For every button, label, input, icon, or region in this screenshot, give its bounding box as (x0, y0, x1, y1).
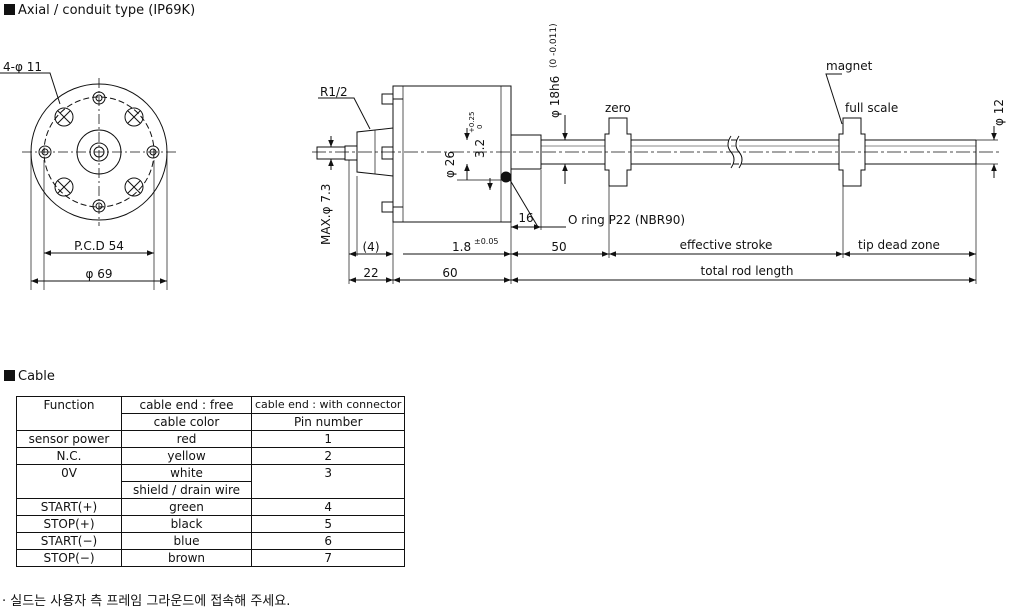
sensor-body-inner (402, 85, 502, 223)
square-bullet-icon (4, 4, 15, 15)
function-cell: START(−) (16, 532, 122, 550)
dim-1-8-tol: ±0.05 (474, 237, 499, 246)
offset-tol-upper: +0.25 (468, 112, 476, 133)
pin-cell: 2 (250, 447, 406, 465)
shield-note: · 실드는 사용자 측 프레임 그라운드에 접속해 주세요. (2, 594, 291, 609)
dimension-drawing: 4-φ 11 P.C.D 54 φ 69 (0, 23, 1006, 290)
function-cell: 0V (16, 464, 122, 499)
table-row: STOP(−) brown 7 (16, 549, 406, 567)
front-extension-lines (30, 152, 168, 290)
pin-cell: 4 (250, 498, 406, 516)
header-cell: cable end : free (121, 396, 252, 414)
header-cell: cable color (121, 413, 252, 431)
bolt-bottom (381, 201, 394, 213)
function-cell: STOP(+) (16, 515, 122, 533)
thread-label: R1/2 (320, 85, 348, 99)
offset-tol-lower: 0 (476, 125, 484, 129)
table-row: shield / drain wire (17, 481, 405, 499)
table-row: N.C. yellow 2 (16, 447, 406, 465)
holes-leader-line (0, 72, 61, 105)
rod-neck (510, 134, 542, 170)
color-cell: yellow (121, 447, 252, 465)
dim-1-8-label: 1.8 (452, 240, 471, 254)
color-cell: black (121, 515, 252, 533)
function-cell: STOP(−) (16, 549, 122, 567)
bolt-top (381, 93, 394, 105)
header-cell: cable end : with connector (250, 396, 406, 414)
body-dia-label: φ 26 (443, 151, 457, 178)
effective-stroke-label: effective stroke (680, 238, 773, 252)
dim-60-label: 60 (442, 266, 457, 280)
table-row: START(−) blue 6 (16, 532, 406, 550)
header-cell: Pin number (250, 413, 406, 431)
color-cell: shield / drain wire (121, 481, 252, 499)
mount-hole (54, 107, 74, 127)
function-cell: sensor power (16, 430, 122, 448)
function-cell: N.C. (16, 447, 122, 465)
cable-table: Function cable end : free cable end : wi… (16, 396, 406, 567)
cable-section-header: Cable (4, 369, 55, 385)
color-cell: blue (121, 532, 252, 550)
color-cell: white (121, 464, 252, 482)
max-dia-label: MAX.φ 7.3 (319, 184, 333, 245)
pin-cell: 3 (250, 464, 406, 499)
square-bullet-icon (4, 370, 15, 381)
total-rod-length-label: total rod length (701, 264, 794, 278)
magnet-label: magnet (826, 59, 873, 73)
pin-cell: 5 (250, 515, 406, 533)
front-center-lines (22, 78, 176, 226)
side-view (312, 73, 1000, 284)
o-ring-icon (500, 171, 512, 183)
pin-cell: 6 (250, 532, 406, 550)
color-cell: brown (121, 549, 252, 567)
table-header-row: Function cable end : free cable end : wi… (16, 396, 406, 431)
pin-cell: 1 (250, 430, 406, 448)
bolt-middle (381, 146, 394, 160)
table-row: START(+) green 4 (16, 498, 406, 516)
hole-cross-marks (57, 110, 141, 194)
mount-hole (124, 177, 144, 197)
axial-header-text: Axial / conduit type (IP69K) (18, 3, 196, 18)
holes-label: 4-φ 11 (3, 60, 42, 74)
rod-tol-label: (0 -0.011) (549, 23, 559, 68)
color-cell: green (121, 498, 252, 516)
dim-4-label: (4) (363, 240, 380, 254)
tip-dia-label: φ 12 (992, 99, 1006, 126)
offset-label: 3.2 (473, 139, 487, 158)
table-header-row: cable color Pin number (17, 413, 406, 431)
zero-label: zero (605, 101, 631, 115)
dim-16-label: 16 (518, 211, 533, 225)
bolt-head (146, 145, 160, 159)
front-view (0, 72, 176, 290)
function-cell: START(+) (16, 498, 122, 516)
color-cell: red (121, 430, 252, 448)
full-scale-label: full scale (845, 101, 898, 115)
pin-cell: 7 (250, 549, 406, 567)
dim-22-label: 22 (363, 266, 378, 280)
magnet-leader (825, 73, 843, 125)
table-row: 0V white 3 (16, 464, 406, 499)
axial-section-header: Axial / conduit type (IP69K) (4, 3, 195, 19)
diameter-label: φ 69 (86, 267, 113, 281)
header-cell: Function (16, 396, 122, 431)
oring-label: O ring P22 (NBR90) (568, 213, 685, 227)
mount-hole (54, 177, 74, 197)
dim-50-label: 50 (551, 240, 566, 254)
thread-leader (318, 97, 371, 130)
bolt-head (38, 145, 52, 159)
tip-dead-zone-label: tip dead zone (858, 238, 940, 252)
cable-header-text: Cable (18, 369, 55, 384)
rod-dia-label: φ 18h6 (548, 76, 562, 118)
mount-hole (124, 107, 144, 127)
table-row: STOP(+) black 5 (16, 515, 406, 533)
cable-stub (344, 145, 358, 161)
pcd-label: P.C.D 54 (74, 239, 124, 253)
table-row: sensor power red 1 (16, 430, 406, 448)
cable-end (316, 146, 346, 160)
